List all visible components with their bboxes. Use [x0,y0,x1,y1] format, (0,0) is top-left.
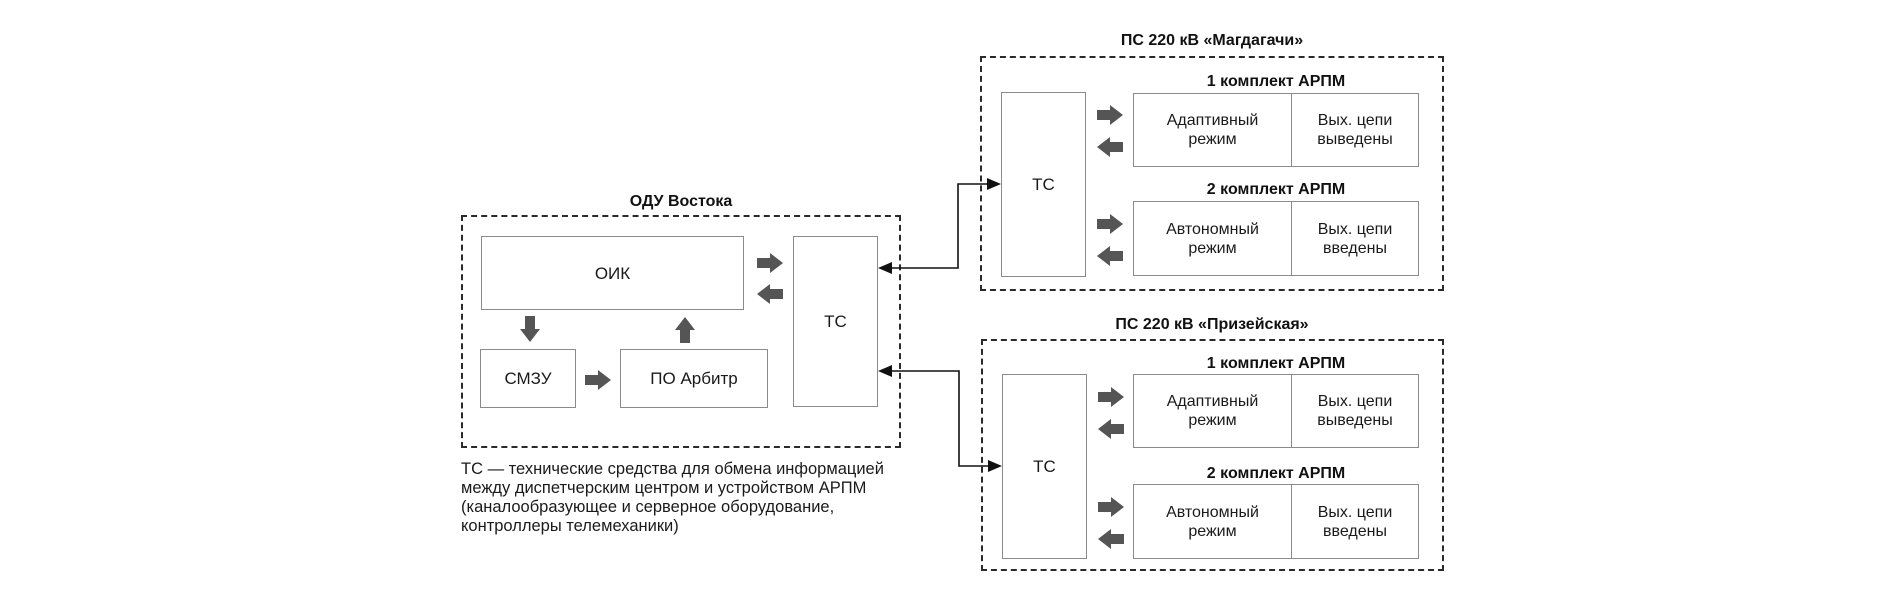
s1-set1-out-arrow-icon [1097,137,1123,157]
substation-2-set-2-title: 2 комплект АРПМ [1206,465,1346,482]
substation-1-set-1-block: Адаптивный режим Вых. цепи выведены [1133,93,1419,167]
oik-to-smzu-arrow-icon [520,316,540,342]
substation-1-set-1-title: 1 комплект АРПМ [1206,73,1346,90]
odu-tc-block: ТС [793,236,878,407]
arrowhead-icon [878,365,892,377]
substation-2-set-1-title: 1 комплект АРПМ [1206,355,1346,372]
smzu-label: СМЗУ [504,369,552,388]
note-line-4: контроллеры телемеханики) [461,517,679,535]
substation-1-set-2-circuits: Вых. цепи введены [1291,202,1418,275]
substation-1-frame [980,56,1444,291]
substation-1-tc-block: ТС [1001,92,1086,277]
arbiter-label: ПО Арбитр [650,369,738,388]
s2-set2-out-arrow-icon [1098,529,1124,549]
note-line-3: (каналообразующее и серверное оборудован… [461,498,835,516]
odu-tc-label: ТС [824,312,847,331]
s2-set1-in-arrow-icon [1098,387,1124,407]
odu-group-title: ОДУ Востока [629,193,733,210]
oik-to-tc-arrow-icon [757,253,783,273]
substation-2-frame [981,339,1444,571]
substation-2-set-2-block: Автономный режим Вых. цепи введены [1133,484,1419,559]
note-line-2: между диспетчерским центром и устройство… [461,479,867,497]
substation-1-set-2-block: Автономный режим Вых. цепи введены [1133,201,1419,276]
arbiter-block: ПО Арбитр [620,349,768,408]
smzu-block: СМЗУ [480,349,576,408]
connector-odu-to-substation-1 [878,178,1001,274]
smzu-to-arbiter-arrow-icon [585,370,611,390]
odu-group-frame [461,215,901,448]
oik-block: ОИК [481,236,744,310]
substation-1-tc-label: ТС [1032,175,1055,194]
substation-2-tc-block: ТС [1002,374,1087,559]
note-line-1: ТС — технические средства для обмена инф… [461,460,884,478]
s1-set1-in-arrow-icon [1097,105,1123,125]
substation-1-set-2-mode: Автономный режим [1166,220,1259,257]
arrowhead-icon [987,178,1001,190]
s2-set2-in-arrow-icon [1098,497,1124,517]
oik-label: ОИК [594,263,631,283]
substation-2-set-2-mode: Автономный режим [1166,503,1259,540]
substation-1-title: ПС 220 кВ «Магдагачи» [1120,32,1304,49]
arrowhead-icon [878,262,892,274]
arrowhead-icon [988,460,1002,472]
s1-set2-out-arrow-icon [1097,246,1123,266]
substation-1-set-1-circuits: Вых. цепи выведены [1291,94,1418,166]
substation-2-set-1-block: Адаптивный режим Вых. цепи выведены [1133,374,1419,448]
substation-2-set-1-circuits: Вых. цепи выведены [1291,375,1418,447]
tc-to-oik-arrow-icon [757,284,783,304]
connector-odu-to-substation-2 [878,365,1002,472]
substation-1-set-1-mode: Адаптивный режим [1166,112,1259,148]
s1-set2-in-arrow-icon [1097,214,1123,234]
substation-2-set-1-mode: Адаптивный режим [1166,393,1259,429]
substation-2-tc-label: ТС [1033,457,1056,476]
substation-2-title: ПС 220 кВ «Призейская» [1115,316,1309,333]
s2-set1-out-arrow-icon [1098,419,1124,439]
substation-2-set-2-circuits: Вых. цепи введены [1291,485,1418,558]
substation-1-set-2-title: 2 комплект АРПМ [1206,181,1346,198]
arbiter-to-oik-arrow-icon [675,317,695,343]
